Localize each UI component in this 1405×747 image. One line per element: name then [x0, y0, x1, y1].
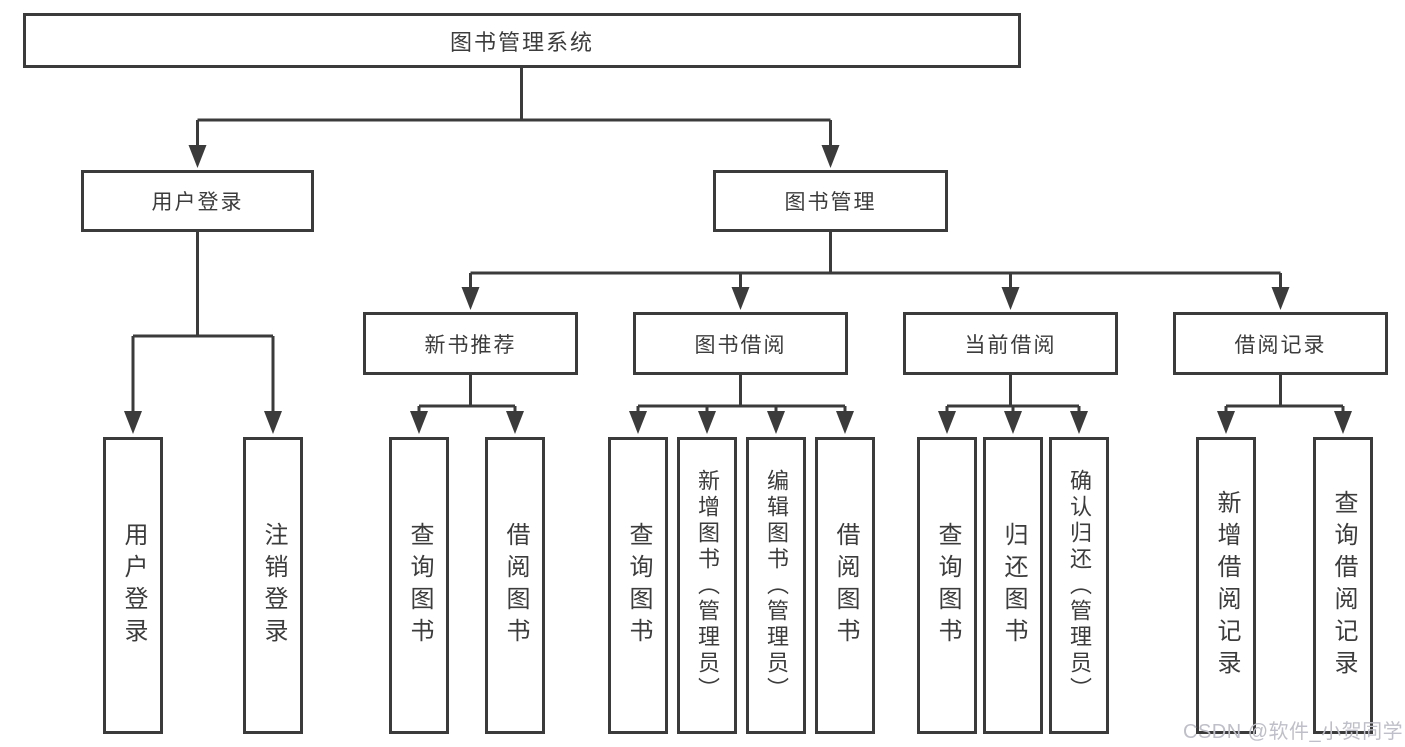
node-user-login-branch: 用户登录 [81, 170, 314, 232]
leaf-label: 新增借阅记录 [1213, 489, 1240, 682]
leaf-label: 归还图书 [1000, 521, 1027, 650]
leaf-query-borrow-record: 查询借阅记录 [1313, 437, 1373, 734]
node-label: 图书借阅 [694, 333, 787, 357]
node-label: 借阅记录 [1234, 333, 1327, 357]
node-label: 图书管理系统 [449, 29, 594, 55]
leaf-label: 编辑图书（管理员） [764, 468, 789, 703]
node-book-management-branch: 图书管理 [713, 170, 948, 232]
leaf-add-borrow-record: 新增借阅记录 [1196, 437, 1256, 734]
leaf-borrow-books: 借阅图书 [815, 437, 875, 734]
leaf-label: 查询图书 [406, 521, 433, 650]
node-label: 新书推荐 [424, 333, 517, 357]
leaf-label: 查询借阅记录 [1330, 489, 1357, 682]
leaf-edit-books-admin: 编辑图书（管理员） [746, 437, 806, 734]
leaf-label: 用户登录 [120, 521, 147, 650]
leaf-query-books-borrow: 查询图书 [608, 437, 668, 734]
csdn-watermark: CSDN @软件_小贺同学 [1183, 721, 1404, 743]
node-label: 图书管理 [784, 191, 877, 214]
leaf-label: 借阅图书 [502, 521, 529, 650]
leaf-logout: 注销登录 [243, 437, 303, 734]
leaf-label: 确认归还（管理员） [1067, 468, 1092, 703]
node-label: 当前借阅 [964, 333, 1057, 357]
node-book-borrowing: 图书借阅 [633, 312, 848, 375]
leaf-borrow-books-recommend: 借阅图书 [485, 437, 545, 734]
leaf-label: 注销登录 [260, 521, 287, 650]
leaf-add-books-admin: 新增图书（管理员） [677, 437, 737, 734]
leaf-query-books-recommend: 查询图书 [389, 437, 449, 734]
node-label: 用户登录 [151, 191, 244, 214]
node-current-borrowing: 当前借阅 [903, 312, 1118, 375]
leaf-user-login: 用户登录 [103, 437, 163, 734]
node-library-management-system: 图书管理系统 [23, 13, 1021, 68]
leaf-label: 查询图书 [625, 521, 652, 650]
leaf-label: 新增图书（管理员） [695, 468, 720, 703]
leaf-label: 借阅图书 [832, 521, 859, 650]
node-borrowing-records: 借阅记录 [1173, 312, 1388, 375]
leaf-label: 查询图书 [934, 521, 961, 650]
leaf-query-books-current: 查询图书 [917, 437, 977, 734]
leaf-confirm-return-admin: 确认归还（管理员） [1049, 437, 1109, 734]
leaf-return-books: 归还图书 [983, 437, 1043, 734]
node-new-book-recommendation: 新书推荐 [363, 312, 578, 375]
